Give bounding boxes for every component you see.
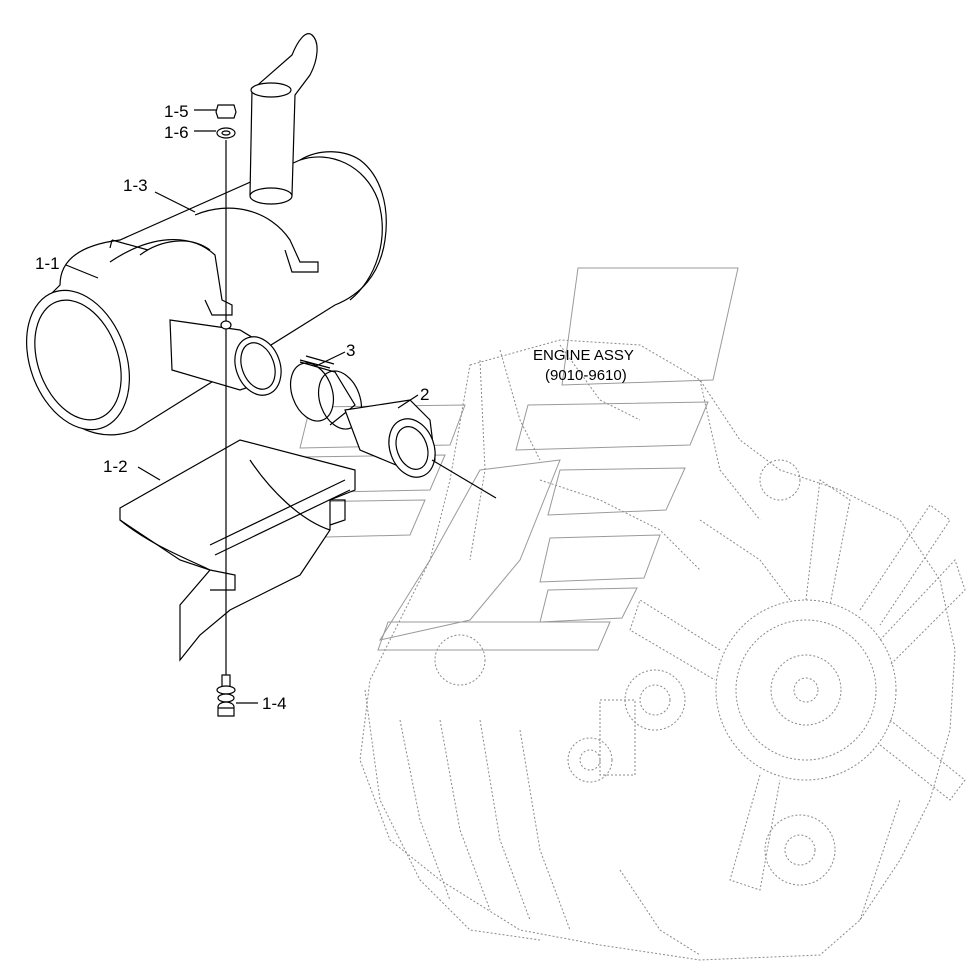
- callout-1-6: 1-6: [164, 123, 189, 142]
- callout-labels: 1-5 1-6 1-3 1-1 3 2 1-2 1-4 ENGINE ASSY …: [35, 102, 634, 713]
- watermark-logo: [284, 267, 739, 651]
- clamp: [289, 355, 363, 430]
- engine-assy-label: ENGINE ASSY: [533, 347, 634, 364]
- callout-1-3: 1-3: [123, 176, 148, 195]
- callout-2: 2: [420, 385, 429, 404]
- callout-3: 3: [346, 341, 355, 360]
- engine-assy-range: (9010-9610): [545, 367, 627, 384]
- muffler: [26, 33, 387, 436]
- callout-1-1: 1-1: [35, 254, 60, 273]
- leader-lines: [65, 109, 497, 704]
- callout-1-5: 1-5: [164, 102, 189, 121]
- engine-assembly-ghost: [359, 339, 966, 961]
- callout-1-4: 1-4: [262, 694, 287, 713]
- callout-1-2: 1-2: [103, 457, 128, 476]
- mounting-bracket: [119, 439, 356, 662]
- fasteners: [215, 104, 237, 717]
- exhaust-pipe: [344, 399, 436, 478]
